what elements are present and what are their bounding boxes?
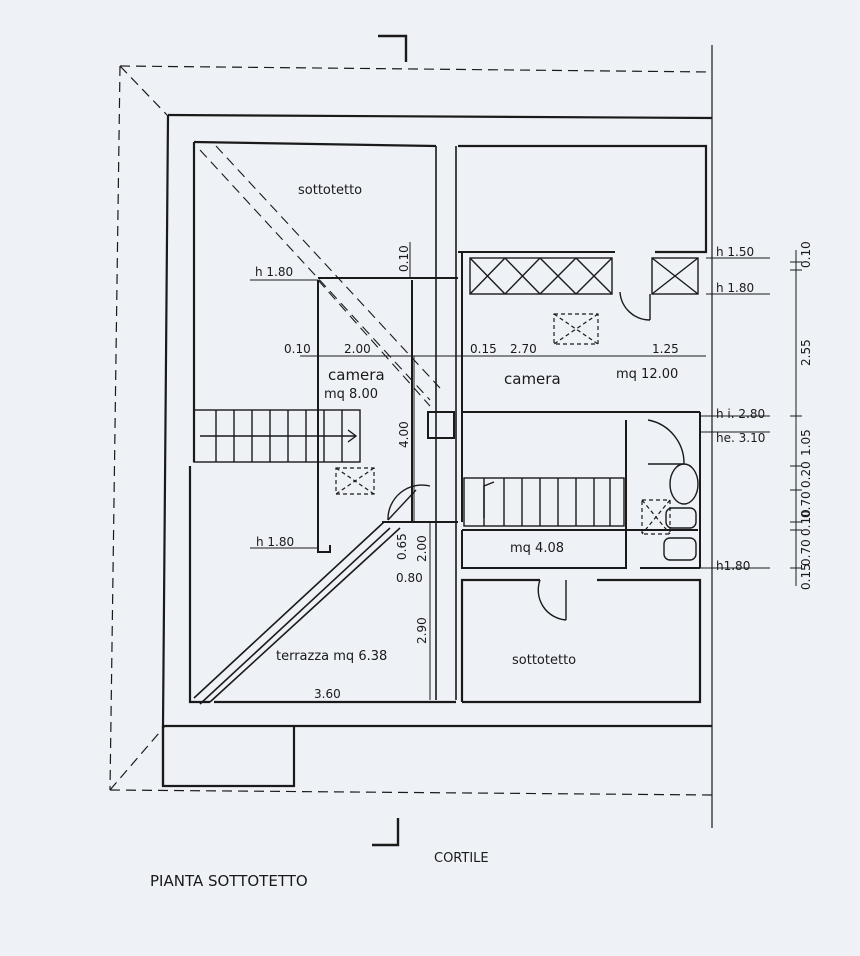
room-camera-right-area: mq 12.00 (616, 367, 678, 382)
dim-label: 0.15 (470, 342, 497, 356)
dim-label: 2.00 (415, 535, 429, 562)
chain-label: 0.10 (799, 241, 813, 268)
dim-label: 0.80 (396, 571, 423, 585)
chimney (427, 411, 455, 439)
height-label: h 1.80 (255, 265, 293, 279)
chain-label: 1.05 (799, 429, 813, 456)
room-sottotetto-nw: sottotetto (298, 183, 362, 198)
dim-label: 0.65 (395, 533, 409, 560)
height-label: h1.80 (716, 559, 750, 573)
height-label: h 1.50 (716, 245, 754, 259)
room-bath-area: mq 4.08 (510, 541, 564, 556)
chain-label: 0.70 (799, 491, 813, 518)
room-camera-left: camera (328, 366, 385, 384)
central-shaft (435, 146, 457, 700)
chain-label: 0.70 (799, 539, 813, 566)
doors (387, 291, 685, 621)
dim-label: 1.25 (652, 342, 679, 356)
dim-label: 4.00 (397, 421, 411, 448)
chain-label: 0.15 (799, 563, 813, 590)
roof-outline (109, 65, 713, 796)
room-camera-right: camera (504, 370, 561, 388)
right-chain-ticks (790, 261, 802, 569)
staircase-right (463, 477, 625, 527)
dim-label: 3.60 (314, 687, 341, 701)
terrace-rail (193, 521, 401, 705)
staircase-left (193, 409, 361, 463)
room-sottotetto-se: sottotetto (512, 653, 576, 668)
dim-label: 2.90 (415, 617, 429, 644)
dim-label: 2.00 (344, 342, 371, 356)
skylights (335, 313, 671, 535)
plan-title: PIANTA SOTTOTETTO (150, 872, 308, 890)
height-label: h 1.80 (716, 281, 754, 295)
bath-fixtures (663, 463, 699, 561)
dimension-lines (250, 242, 797, 703)
dim-label: 0.10 (284, 342, 311, 356)
room-terrace: terrazza mq 6.38 (276, 649, 387, 664)
dim-label: 2.70 (510, 342, 537, 356)
courtyard-label: CORTILE (434, 851, 489, 866)
dim-label: 0.10 (397, 245, 411, 272)
chain-label: 0.20 (799, 461, 813, 488)
right-room-walls (458, 251, 701, 569)
height-label: h i. 2.80 (716, 407, 765, 421)
outer-wall (161, 113, 713, 788)
chain-label: 2.55 (799, 339, 813, 366)
height-label: h 1.80 (256, 535, 294, 549)
chain-label: 0.10 (799, 509, 813, 536)
window-band-top (469, 257, 699, 295)
section-marker-top (378, 34, 408, 62)
diagonal-dashed (199, 145, 441, 407)
left-camera-walls (317, 277, 458, 553)
section-marker-bottom (372, 818, 400, 847)
room-camera-left-area: mq 8.00 (324, 387, 378, 402)
height-label: he. 3.10 (716, 431, 765, 445)
